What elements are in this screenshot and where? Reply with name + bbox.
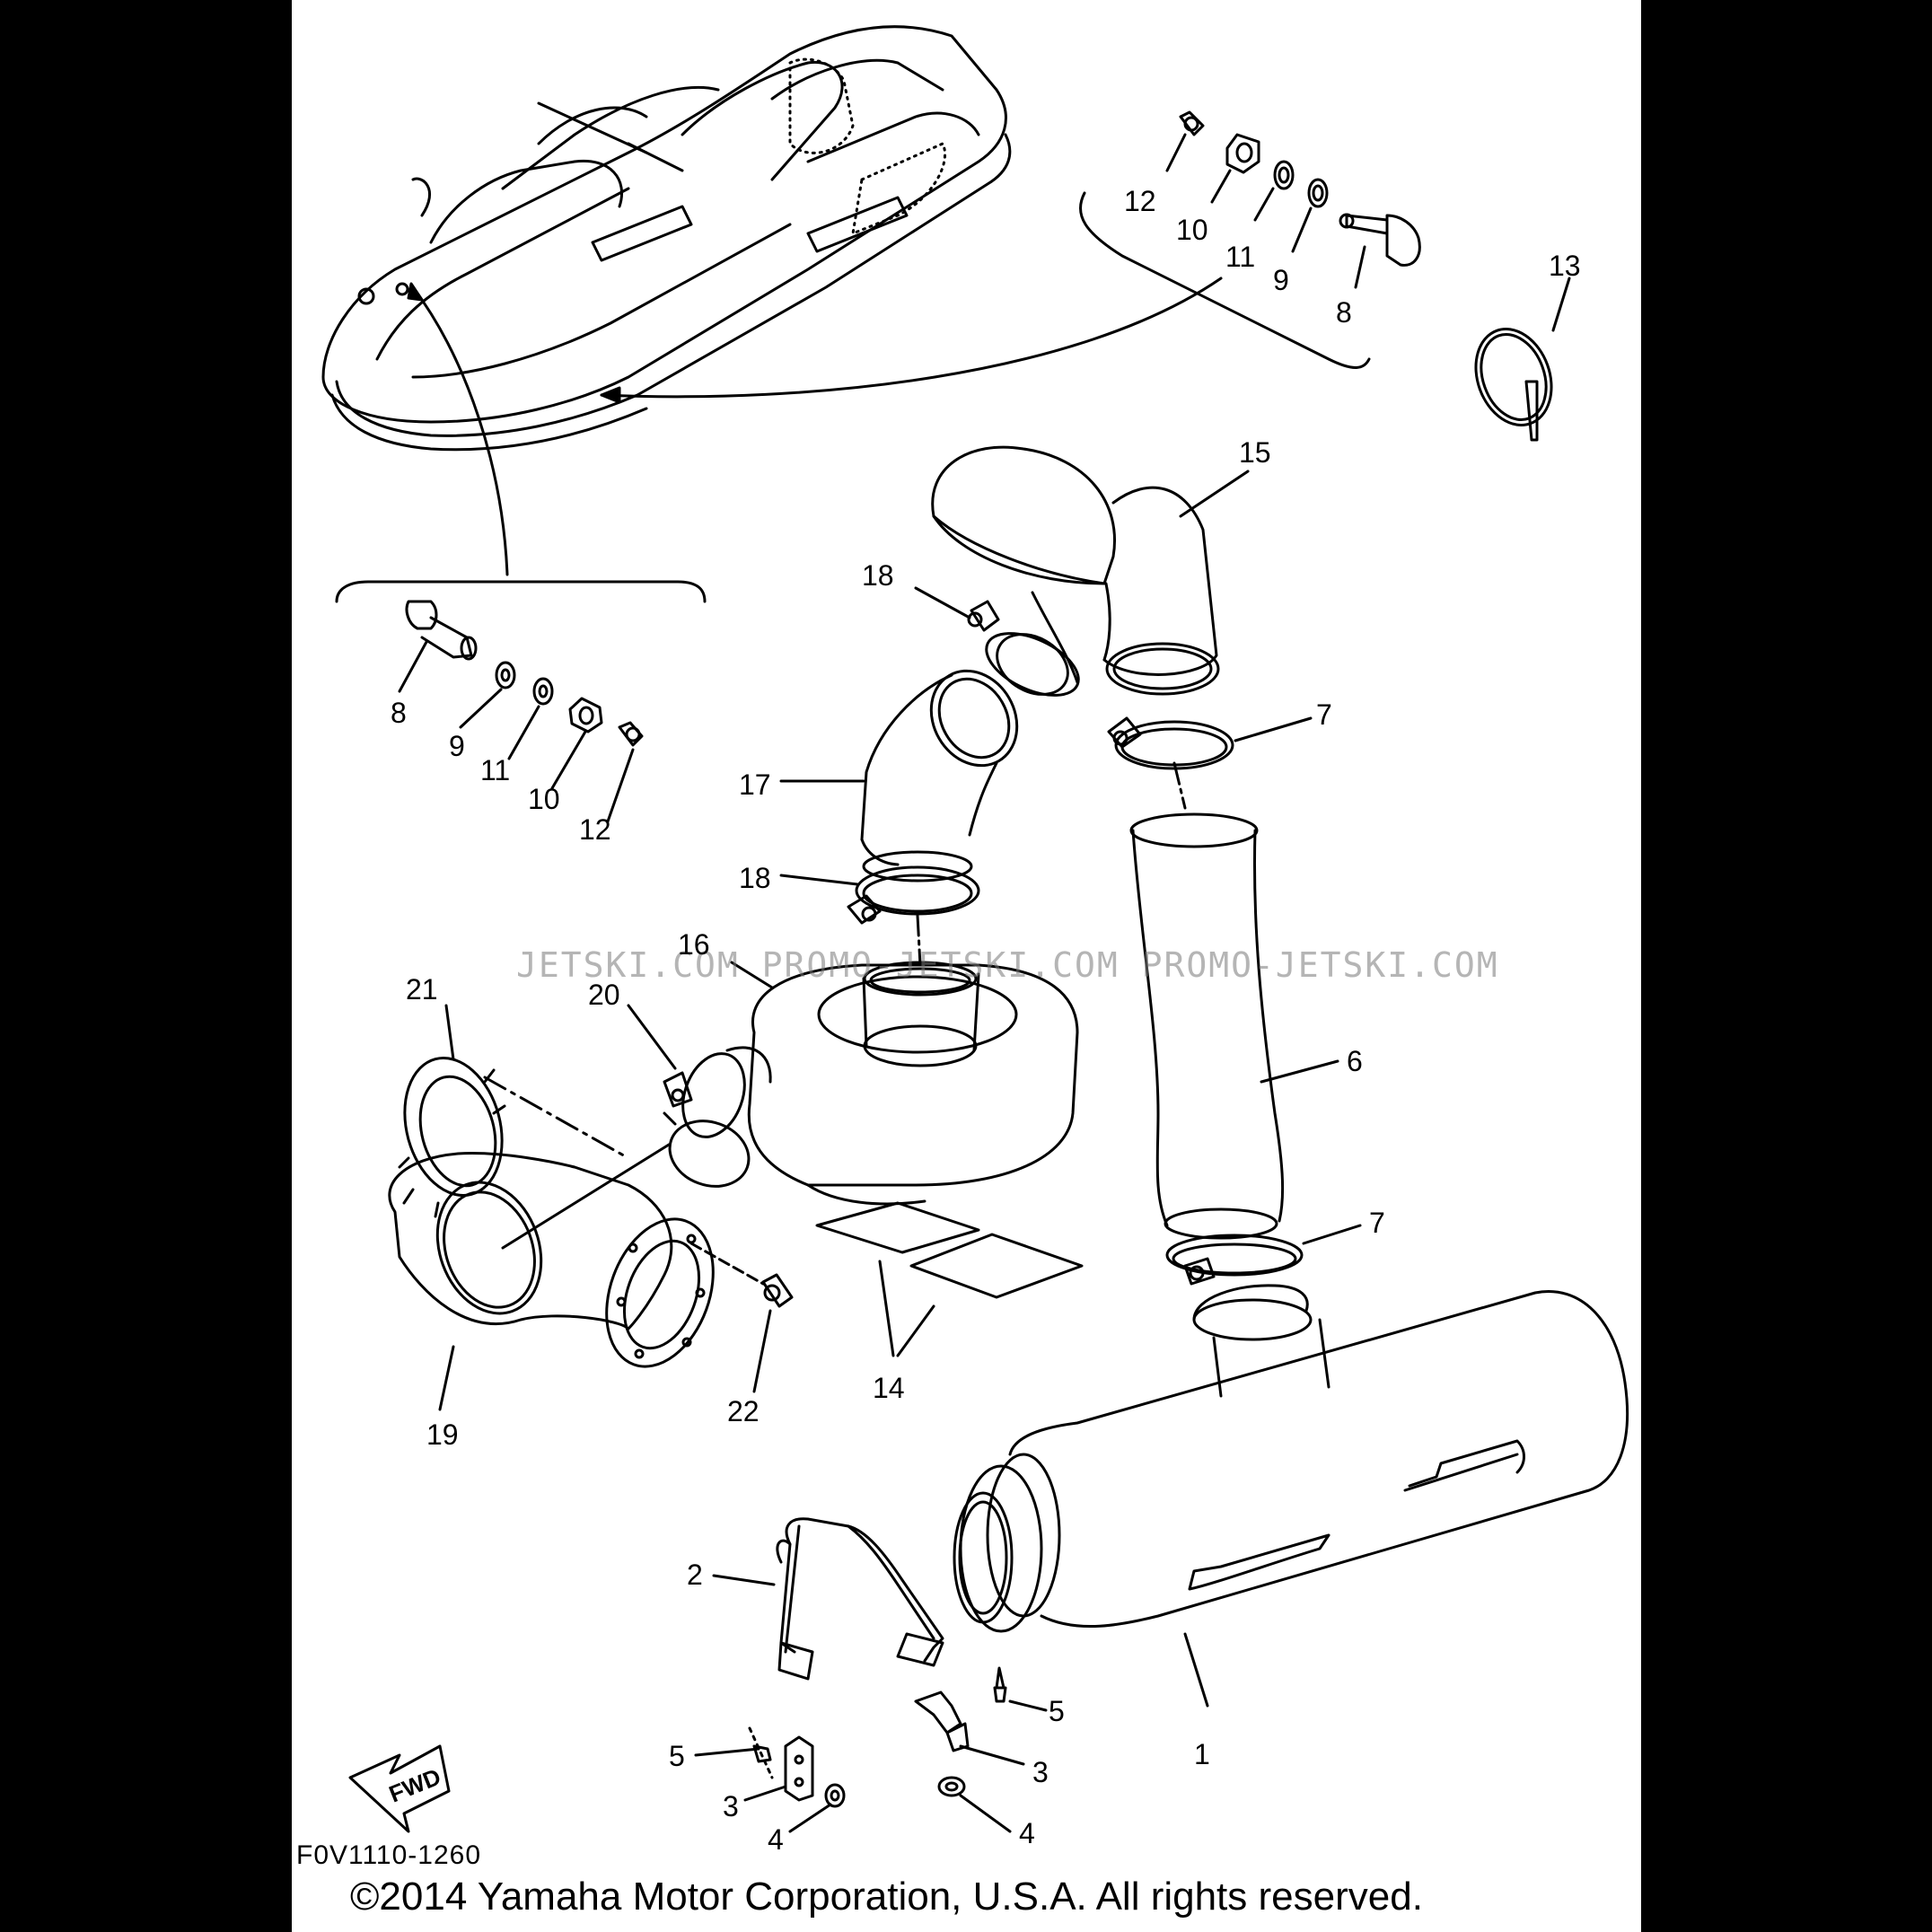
callout-9: 9 [1273,264,1289,296]
leader-8a [1354,245,1366,289]
part-2-band-strap [776,1517,944,1681]
leader-12b [606,748,635,823]
callout-12: 12 [1124,185,1156,217]
callout-2: 2 [687,1559,703,1591]
leader-5a [694,1747,760,1757]
callout-19: 19 [426,1418,459,1451]
leader-3a [743,1785,787,1802]
part-19-exhaust-duct [388,1152,715,1368]
callout-12: 12 [579,813,611,846]
leader-12a [1165,133,1187,172]
callout-10: 10 [1176,214,1208,246]
part-1-muffler [953,1284,1629,1633]
fasteners-lower [748,1666,1007,1808]
leader-4a [788,1803,832,1833]
watercraft-illustration [321,25,1012,452]
callout-11: 11 [480,754,511,786]
callout-8: 8 [1336,296,1352,329]
callout-1: 1 [1194,1738,1210,1770]
callout-16: 16 [678,928,710,961]
part-15-air-box-cover [931,445,1220,696]
leader-6 [1260,1059,1339,1084]
part-6-intake-hose [1129,812,1285,1240]
leader-19 [438,1345,455,1411]
callout-3: 3 [1032,1756,1049,1788]
leader-22 [752,1309,772,1393]
callout-4: 4 [768,1823,784,1856]
leader-14a [878,1260,895,1357]
callout-13: 13 [1549,250,1581,282]
callout-10: 10 [528,783,560,815]
callout-3: 3 [723,1790,739,1822]
callout-22: 22 [727,1395,760,1427]
part-22-bolt [689,1242,794,1308]
detail-leader-front [411,285,509,576]
callout-6: 6 [1347,1045,1363,1077]
leader-8b [398,640,428,693]
fwd-label: FWD [385,1763,444,1808]
part-18-hose-clamp-lower [847,865,980,925]
callout-20: 20 [588,979,620,1011]
part-16-air-filter-box [747,961,1079,1206]
callout-17: 17 [739,768,771,801]
callout-11: 11 [1225,241,1256,273]
detail-bracket-left [335,580,707,603]
leader-9b [459,688,503,729]
leader-5b [1008,1699,1048,1712]
leader-2 [712,1574,776,1586]
centerline [483,1076,630,1160]
callout-7: 7 [1316,698,1332,731]
watermark-text: JETSKI.COM PROMO-JETSKI.COM PROMO-JETSKI… [516,945,1499,985]
leader-20 [627,1004,677,1070]
leader-14b [896,1304,935,1357]
leader-11b [507,705,540,760]
figure-code: F0V1110-1260 [296,1840,482,1870]
forward-direction-arrow: FWD [348,1744,451,1833]
leader-18b [779,874,859,886]
leader-arrow [600,386,621,404]
leader-3b [959,1744,1025,1766]
callout-5: 5 [1049,1695,1065,1727]
part-7-hose-clamp-lower [1165,1234,1304,1286]
callout-9: 9 [449,730,465,762]
callout-4: 4 [1019,1817,1035,1849]
leader-7a [1234,716,1313,742]
callout-18: 18 [862,559,894,592]
leader-15 [1179,470,1250,518]
assembly-line [501,1143,671,1250]
leader-21 [444,1004,455,1061]
copyright-notice: ©2014 Yamaha Motor Corporation, U.S.A. A… [350,1875,1423,1919]
leader-10a [1210,169,1232,204]
callout-14: 14 [873,1372,905,1404]
leader-7b [1302,1224,1362,1245]
callout-15: 15 [1239,436,1271,469]
callout-18: 18 [739,862,771,894]
leader-16 [730,961,774,989]
leader-9a [1291,206,1313,253]
leader-18a [914,586,971,619]
leader-1 [1183,1632,1209,1708]
leader-11a [1253,187,1275,222]
hardware-group-left [405,600,644,747]
detail-bracket-top [1079,191,1371,369]
part-20-hose-clamp [663,1046,772,1188]
hardware-group-top [1179,110,1421,267]
detail-leader-rear [600,277,1223,399]
callout-21: 21 [406,973,438,1006]
part-7-hose-clamp-upper [1107,716,1234,770]
callout-7: 7 [1369,1207,1385,1239]
part-18-hose-clamp-upper [967,600,1080,697]
part-17-intake-elbow [860,669,1019,883]
leader-10b [550,730,587,790]
part-13-band-clamp [1474,328,1553,442]
centerline [916,914,922,967]
callout-5: 5 [669,1740,685,1772]
callout-8: 8 [391,697,407,729]
centerline [1172,761,1187,810]
part-14-pads [815,1201,1084,1299]
leader-4b [959,1794,1012,1833]
leader-arrow [407,282,424,302]
leader-13 [1551,277,1571,332]
